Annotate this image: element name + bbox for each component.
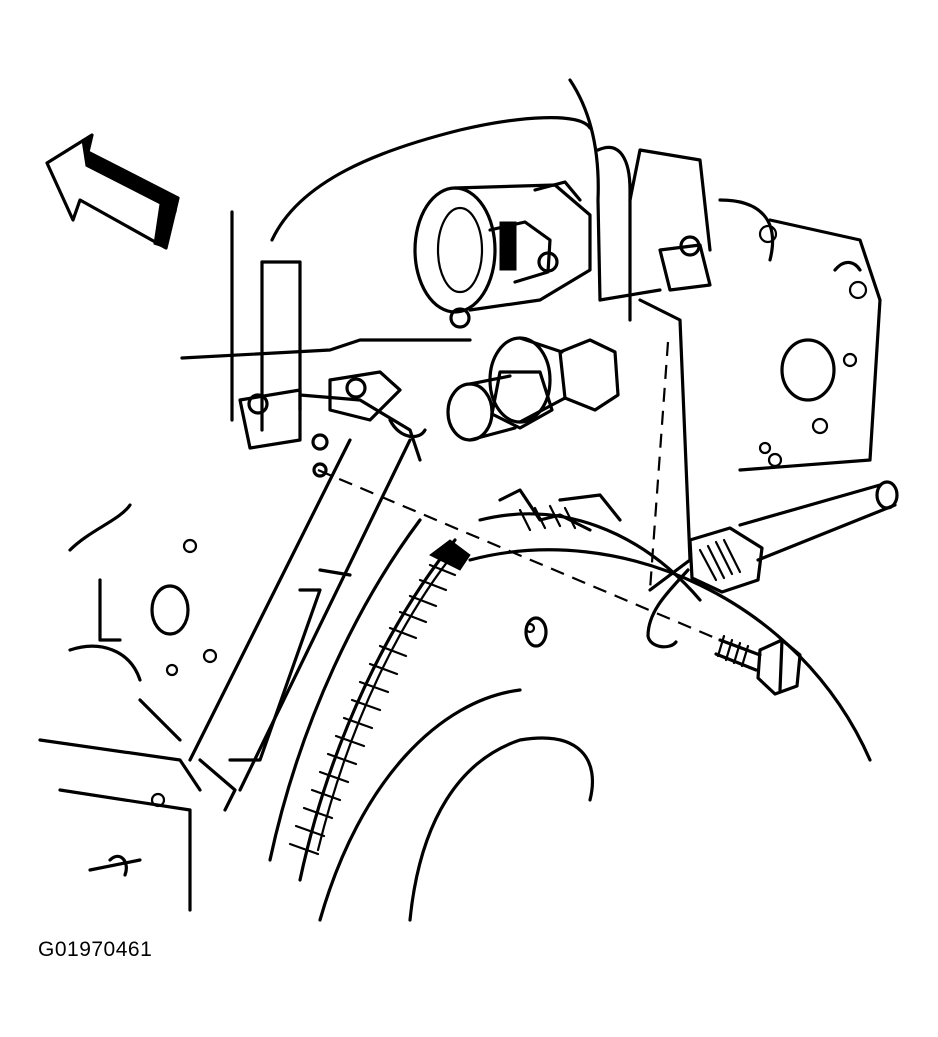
ring-gear-teeth <box>288 539 471 856</box>
alignment-guides <box>317 341 721 642</box>
engine-upper-housing <box>180 78 775 432</box>
mounting-bracket <box>238 370 427 478</box>
sensor-cable <box>646 480 899 649</box>
flywheel-disc <box>318 548 872 922</box>
figure-id-label: G01970461 <box>38 938 153 961</box>
engine-rear-plate <box>598 218 882 592</box>
engine-block-left <box>38 503 218 912</box>
clip-details <box>498 488 622 532</box>
hex-fitting <box>446 336 620 442</box>
diagonal-strut <box>188 438 412 812</box>
sensor-canister <box>413 180 592 329</box>
flywheel-ring-gear <box>268 512 702 882</box>
arrow-up-left-icon <box>45 133 180 250</box>
